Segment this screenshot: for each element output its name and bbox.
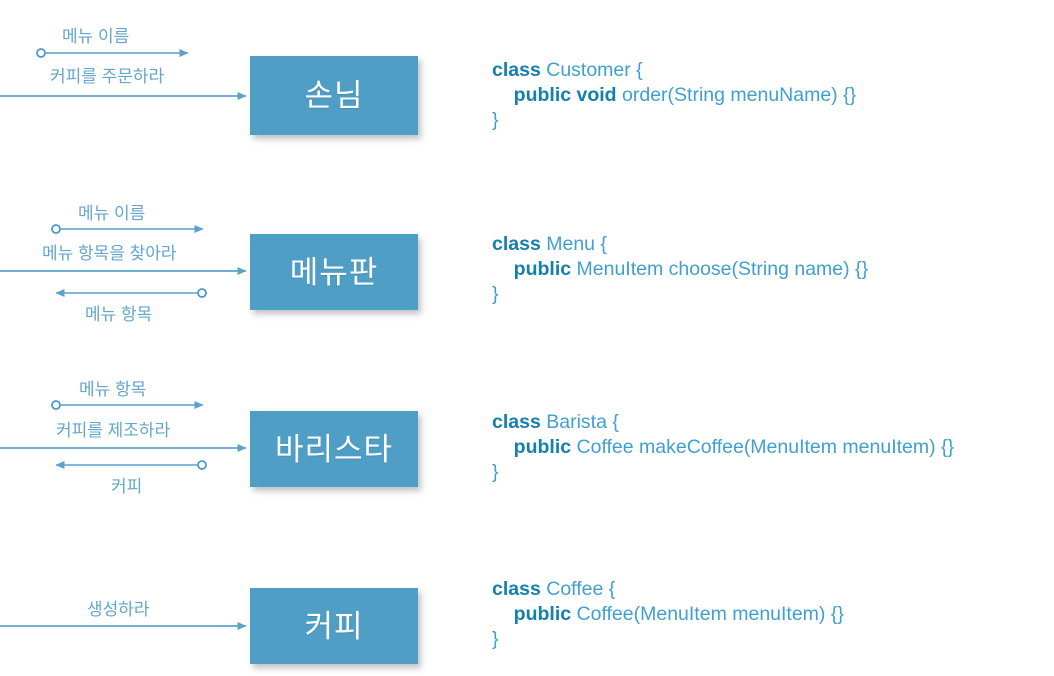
code-identifier: MenuItem choose(String name) {} [571, 258, 869, 280]
actor-label: 메뉴판 [289, 254, 379, 290]
code-keyword: public [513, 258, 572, 280]
code-identifier [492, 258, 514, 280]
code-identifier: } [492, 109, 499, 131]
actor-label: 손님 [304, 78, 364, 113]
message-origin-dot [197, 460, 207, 470]
code-identifier: Coffee(MenuItem menuItem) {} [571, 603, 844, 625]
code-line: public MenuItem choose(String name) {} [492, 257, 868, 282]
code-identifier [492, 436, 514, 458]
code-identifier: Customer { [540, 59, 643, 81]
message-label: 메뉴 항목을 찾아라 [42, 244, 177, 263]
code-identifier: Menu { [540, 233, 607, 255]
code-keyword: public void [513, 84, 617, 106]
code-block-barista: class Barista { public Coffee makeCoffee… [492, 410, 954, 485]
message-origin-dot [51, 400, 61, 410]
code-identifier: } [492, 283, 499, 305]
code-identifier: order(String menuName) {} [616, 84, 857, 106]
message-label: 커피를 주문하라 [50, 67, 165, 86]
message-label: 메뉴 이름 [62, 27, 130, 46]
code-line: class Coffee { [492, 577, 844, 602]
code-identifier: Barista { [540, 411, 619, 433]
code-line: public Coffee(MenuItem menuItem) {} [492, 602, 844, 627]
code-identifier: Coffee { [540, 578, 616, 600]
message-label: 메뉴 이름 [78, 204, 146, 223]
message-origin-dot [36, 48, 46, 58]
message-label: 메뉴 항목 [85, 305, 153, 324]
code-keyword: public [513, 436, 572, 458]
code-block-customer: class Customer { public void order(Strin… [492, 58, 856, 133]
code-keyword: class [492, 59, 541, 81]
message-label: 커피 [111, 477, 143, 496]
code-block-menu: class Menu { public MenuItem choose(Stri… [492, 232, 868, 307]
code-line: } [492, 460, 954, 485]
message-label: 커피를 제조하라 [56, 421, 171, 440]
code-line: } [492, 627, 844, 652]
code-keyword: class [492, 578, 541, 600]
actor-box-barista[interactable]: 바리스타 [250, 411, 418, 487]
message-origin-dot [197, 288, 207, 298]
actor-box-menu[interactable]: 메뉴판 [250, 234, 418, 310]
code-block-coffee: class Coffee { public Coffee(MenuItem me… [492, 577, 844, 652]
code-keyword: class [492, 233, 541, 255]
code-keyword: public [513, 603, 572, 625]
code-identifier: Coffee makeCoffee(MenuItem menuItem) {} [571, 436, 955, 458]
code-line: class Customer { [492, 58, 856, 83]
code-identifier: } [492, 628, 499, 650]
message-origin-dot [51, 224, 61, 234]
code-line: class Menu { [492, 232, 868, 257]
code-line: } [492, 282, 868, 307]
actor-label: 커피 [304, 608, 364, 644]
code-identifier: } [492, 461, 499, 483]
actor-box-coffee[interactable]: 커피 [250, 588, 418, 664]
message-label: 메뉴 항목 [79, 380, 147, 399]
actor-label: 바리스타 [274, 431, 394, 467]
code-identifier [492, 603, 514, 625]
code-line: public Coffee makeCoffee(MenuItem menuIt… [492, 435, 954, 460]
code-line: public void order(String menuName) {} [492, 83, 856, 108]
actor-box-customer[interactable]: 손님 [250, 56, 418, 135]
code-line: } [492, 108, 856, 133]
message-label: 생성하라 [87, 600, 150, 619]
code-line: class Barista { [492, 410, 954, 435]
code-keyword: class [492, 411, 541, 433]
code-identifier [492, 84, 514, 106]
